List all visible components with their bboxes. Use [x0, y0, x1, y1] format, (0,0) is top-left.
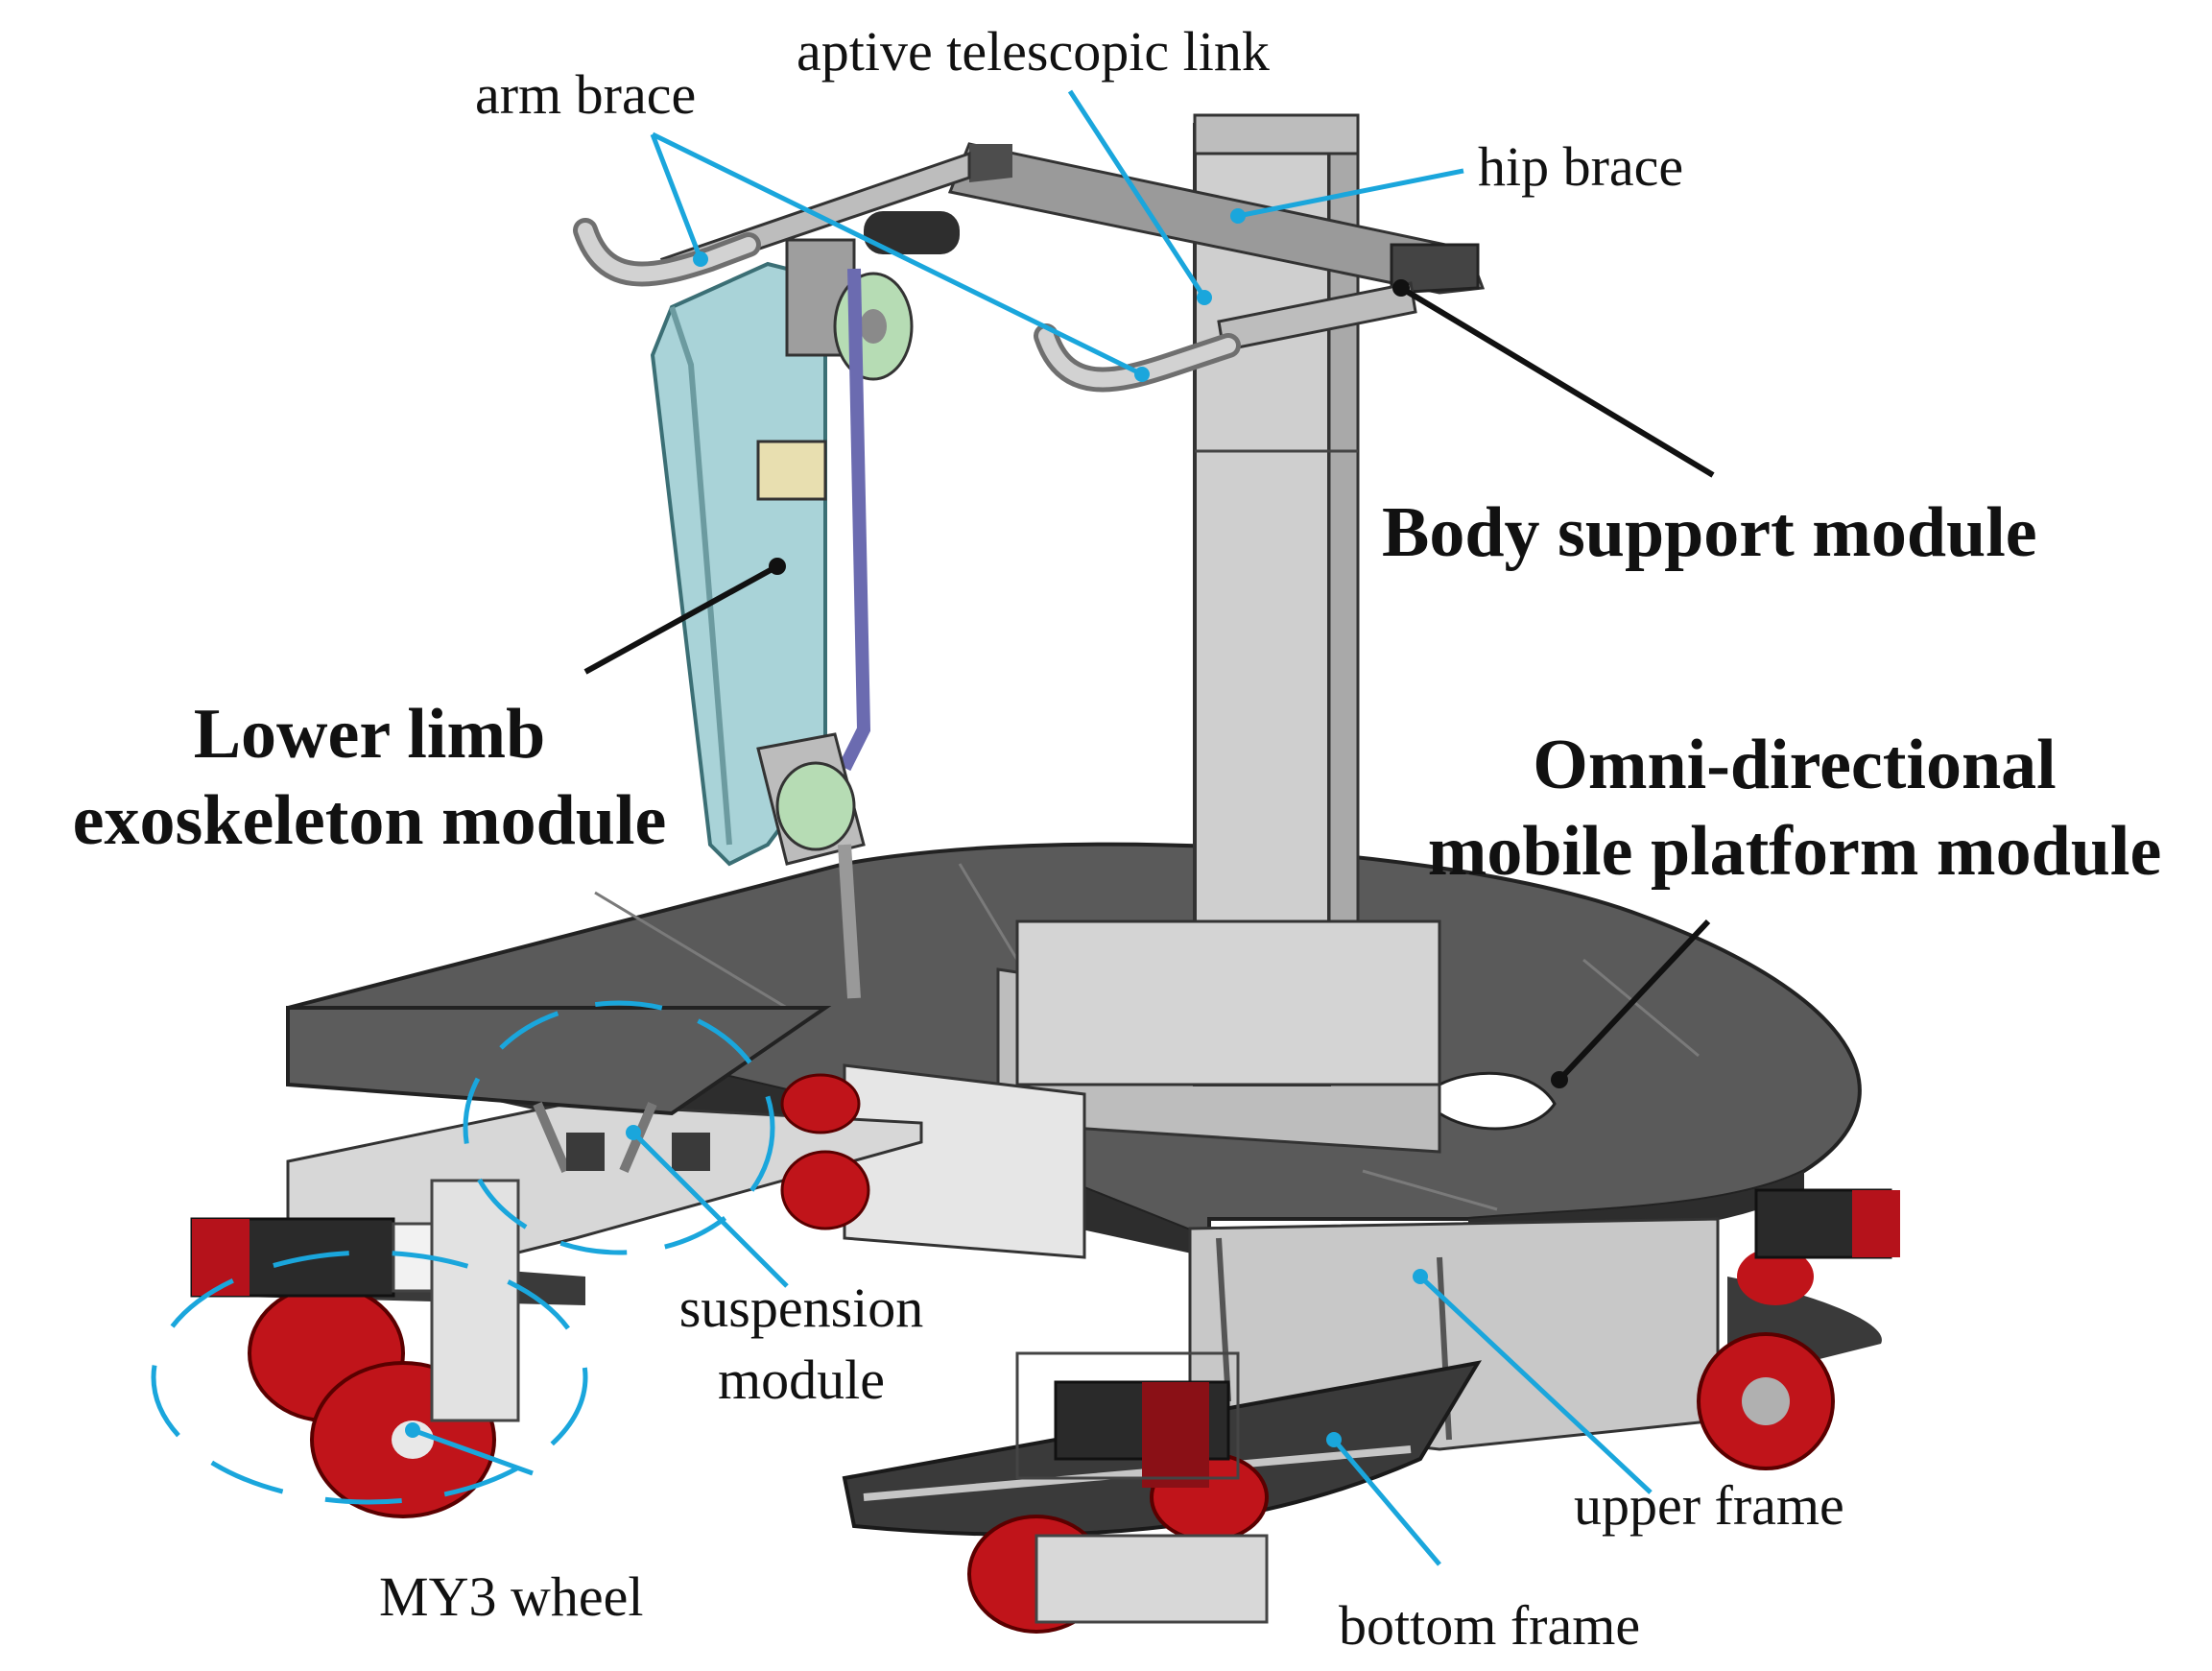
label-suspension-line2: module — [718, 1349, 885, 1412]
label-bottom-frame: bottom frame — [1339, 1594, 1641, 1657]
left-suspension-deck — [286, 1006, 923, 1259]
callout-dots-black — [769, 279, 1568, 1088]
label-omni-line1: Omni-directional — [1533, 726, 2057, 804]
callout-lines-black — [583, 285, 1715, 1083]
callout-dots-blue — [405, 208, 1428, 1447]
label-suspension-module: suspension module — [643, 1272, 960, 1417]
telescopic-column — [1015, 113, 1441, 1086]
label-arm-brace: arm brace — [475, 63, 697, 126]
callout-lines-blue — [151, 89, 1653, 1566]
label-omni-line2: mobile platform module — [1427, 812, 2162, 892]
label-lower-limb-exoskeleton: Lower limb exoskeleton module — [34, 691, 705, 865]
label-upper-frame: upper frame — [1574, 1474, 1844, 1537]
label-lower-limb-line1: Lower limb — [193, 695, 546, 774]
label-hip-brace: hip brace — [1478, 135, 1684, 198]
label-lower-limb-line2: exoskeleton module — [72, 781, 667, 861]
label-suspension-line1: suspension — [678, 1277, 924, 1339]
label-my3-wheel: MY3 wheel — [379, 1565, 644, 1628]
label-body-support-module: Body support module — [1382, 493, 2037, 572]
label-telescopic-link: aptive telescopic link — [797, 20, 1270, 83]
motors — [190, 1179, 1900, 1624]
exoskeleton-leg — [650, 238, 914, 999]
label-omni-platform: Omni-directional mobile platform module — [1382, 722, 2207, 895]
